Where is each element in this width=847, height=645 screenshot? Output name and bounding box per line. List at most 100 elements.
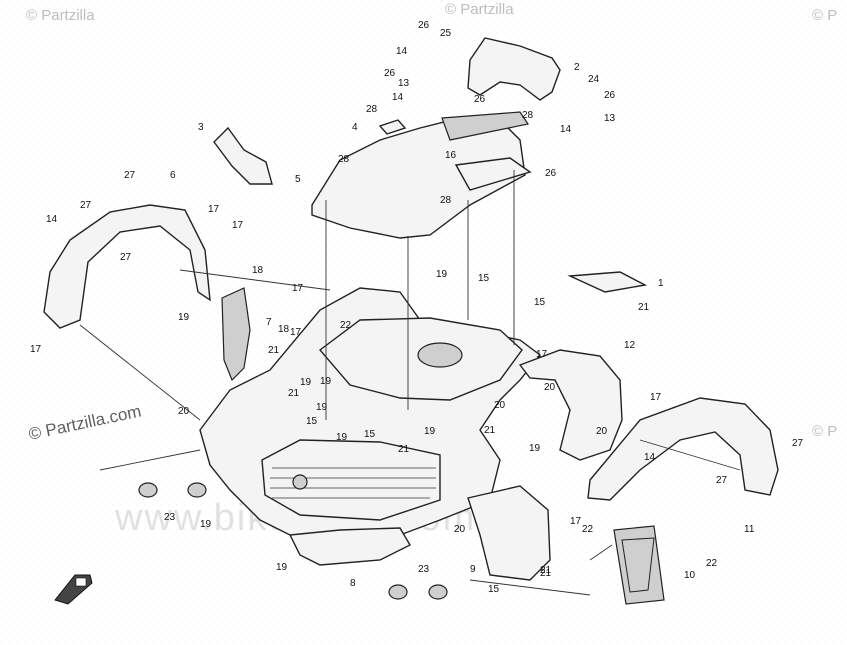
left-fender-part[interactable]: [43, 204, 211, 329]
lower-bumper-part[interactable]: [288, 527, 411, 566]
part-number-label[interactable]: 10: [684, 570, 696, 581]
part-number-label[interactable]: 27: [792, 438, 804, 449]
part-number-label[interactable]: 27: [124, 170, 136, 181]
part-number-label[interactable]: 19: [200, 519, 212, 530]
part-number-label[interactable]: 26: [384, 68, 396, 79]
part-number-label[interactable]: 17: [570, 516, 582, 527]
handle-cover-part[interactable]: [567, 271, 648, 293]
cap-part[interactable]: [138, 482, 158, 498]
side-bracket-part[interactable]: [213, 126, 273, 185]
right-inner-fender-part[interactable]: [518, 349, 623, 461]
plate-part[interactable]: [613, 525, 665, 605]
part-number-label[interactable]: 19: [300, 377, 312, 388]
part-number-label[interactable]: 2: [574, 62, 580, 73]
part-number-label[interactable]: 21: [540, 565, 552, 576]
part-number-label[interactable]: 14: [644, 452, 656, 463]
part-number-label[interactable]: 5: [295, 174, 301, 185]
part-number-label[interactable]: 17: [232, 220, 244, 231]
part-number-label[interactable]: 23: [418, 564, 430, 575]
part-number-label[interactable]: 20: [494, 400, 506, 411]
part-number-label[interactable]: 14: [560, 124, 572, 135]
part-number-label[interactable]: 19: [178, 312, 190, 323]
part-number-label[interactable]: 26: [545, 168, 557, 179]
part-number-label[interactable]: 1: [658, 278, 664, 289]
part-number-label[interactable]: 25: [440, 28, 452, 39]
part-number-label[interactable]: 13: [604, 113, 616, 124]
part-number-label[interactable]: 19: [316, 402, 328, 413]
watermark-text: © P: [812, 7, 837, 24]
part-number-label[interactable]: 20: [454, 524, 466, 535]
part-number-label[interactable]: 7: [266, 317, 272, 328]
part-number-label[interactable]: 11: [744, 524, 755, 535]
part-number-label[interactable]: 23: [164, 512, 176, 523]
top-cover-part[interactable]: [311, 117, 526, 239]
part-number-label[interactable]: 15: [478, 273, 490, 284]
part-number-label[interactable]: 15: [364, 429, 376, 440]
part-number-label[interactable]: 26: [604, 90, 616, 101]
left-bracket-part[interactable]: [221, 287, 251, 382]
plate-frame: [621, 537, 655, 593]
part-number-label[interactable]: 20: [178, 406, 190, 417]
part-number-label[interactable]: 28: [522, 110, 534, 121]
part-number-label[interactable]: 27: [716, 475, 728, 486]
part-number-label[interactable]: 15: [534, 297, 546, 308]
part-number-label[interactable]: 26: [418, 20, 430, 31]
part-number-label[interactable]: 6: [170, 170, 176, 181]
part-number-label[interactable]: 17: [290, 327, 302, 338]
part-number-label[interactable]: 8: [350, 578, 356, 589]
cap-part[interactable]: [187, 482, 207, 498]
part-number-label[interactable]: 13: [398, 78, 410, 89]
part-number-label[interactable]: 17: [650, 392, 662, 403]
part-number-label[interactable]: 20: [596, 426, 608, 437]
part-number-label[interactable]: 27: [80, 200, 92, 211]
part-number-label[interactable]: 28: [338, 154, 350, 165]
part-number-label[interactable]: 19: [276, 562, 288, 573]
part-number-label[interactable]: 16: [445, 150, 457, 161]
part-number-label[interactable]: 21: [288, 388, 300, 399]
part-number-label[interactable]: 19: [529, 443, 541, 454]
part-number-label[interactable]: 3: [198, 122, 204, 133]
part-number-label[interactable]: 9: [470, 564, 476, 575]
part-number-label[interactable]: 19: [436, 269, 448, 280]
part-number-label[interactable]: 22: [706, 558, 718, 569]
part-number-label[interactable]: 14: [396, 46, 408, 57]
part-number-label[interactable]: 21: [398, 444, 410, 455]
cap-part[interactable]: [388, 584, 408, 600]
part-number-label[interactable]: 19: [424, 426, 436, 437]
part-number-label[interactable]: 20: [544, 382, 556, 393]
part-number-label[interactable]: 19: [320, 376, 332, 387]
part-number-label[interactable]: 14: [46, 214, 58, 225]
part-number-label[interactable]: 22: [340, 320, 352, 331]
part-number-label[interactable]: 17: [208, 204, 220, 215]
part-number-label[interactable]: 21: [484, 425, 496, 436]
part-number-label[interactable]: 27: [120, 252, 132, 263]
part-number-label[interactable]: 17: [30, 344, 42, 355]
cap-part[interactable]: [428, 584, 448, 600]
part-number-label[interactable]: 28: [440, 195, 452, 206]
part-number-label[interactable]: 15: [488, 584, 500, 595]
dash-vent-part[interactable]: [454, 157, 532, 191]
part-number-label[interactable]: 18: [252, 265, 264, 276]
part-number-label[interactable]: 22: [582, 524, 594, 535]
part-number-label[interactable]: 26: [474, 94, 486, 105]
part-number-label[interactable]: 17: [292, 283, 304, 294]
mud-flap-part[interactable]: [467, 485, 551, 581]
part-number-label[interactable]: 4: [352, 122, 358, 133]
part-number-label[interactable]: 15: [306, 416, 318, 427]
bracket-part[interactable]: [378, 119, 407, 135]
grille-emblem: [292, 474, 308, 490]
part-number-label[interactable]: 17: [536, 349, 548, 360]
part-number-label[interactable]: 14: [392, 92, 404, 103]
watermark-text: © Partzilla: [26, 7, 95, 24]
part-number-label[interactable]: 28: [366, 104, 378, 115]
part-number-label[interactable]: 12: [624, 340, 636, 351]
part-number-label[interactable]: 19: [336, 432, 348, 443]
part-number-label[interactable]: 21: [268, 345, 280, 356]
windscreen-part[interactable]: [467, 37, 561, 101]
part-number-label[interactable]: 24: [588, 74, 600, 85]
right-fender-part[interactable]: [587, 397, 779, 501]
part-number-label[interactable]: 21: [638, 302, 650, 313]
front-grille-part[interactable]: [261, 439, 441, 521]
part-number-label[interactable]: 21: [540, 568, 552, 579]
part-number-label[interactable]: 18: [278, 324, 290, 335]
